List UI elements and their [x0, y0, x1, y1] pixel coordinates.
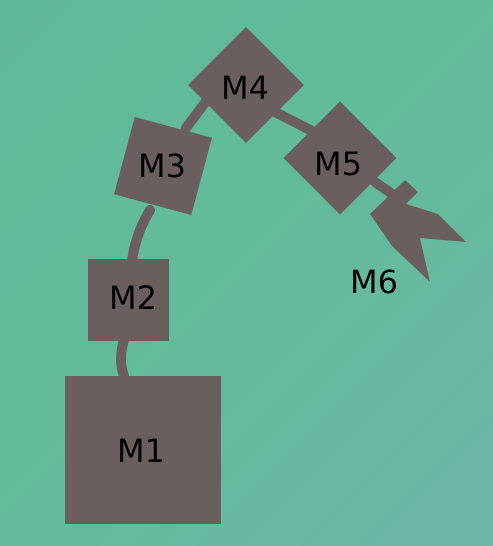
module-m3: M3: [114, 117, 212, 215]
module-m1: M1: [65, 376, 221, 524]
module-m2-body: [88, 259, 169, 341]
module-m1-body: [65, 376, 221, 524]
module-m2-label: M2: [109, 279, 157, 317]
module-m5: M5: [283, 101, 397, 215]
module-m5-body: [283, 101, 397, 215]
module-m2: M2: [88, 259, 169, 341]
gripper-icon: [370, 180, 466, 282]
module-m4: M4: [188, 27, 304, 143]
module-m6: M6: [350, 180, 466, 301]
module-m6-label: M6: [350, 263, 398, 301]
module-m1-label: M1: [117, 432, 165, 470]
link-m2-m3: [127, 205, 155, 267]
link-m4-m5: [270, 107, 319, 137]
module-m3-label: M3: [138, 147, 186, 185]
link-m1-m2: [116, 335, 129, 381]
module-m5-label: M5: [314, 145, 362, 183]
arm-links: [116, 95, 403, 381]
module-m4-body: [188, 27, 304, 143]
module-m3-body: [114, 117, 212, 215]
module-m4-label: M4: [221, 69, 269, 107]
link-m3-m4: [181, 95, 212, 133]
